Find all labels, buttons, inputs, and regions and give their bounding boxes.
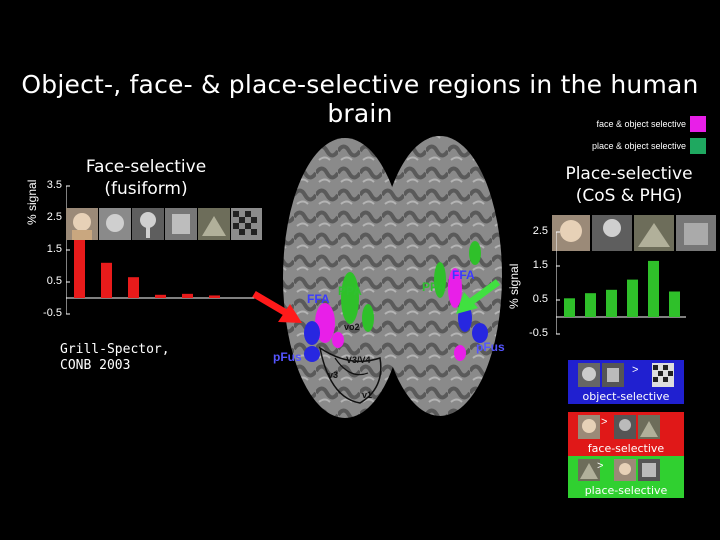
- bar-5: [669, 291, 680, 317]
- brain-label-ppa-left: PPA: [338, 284, 362, 298]
- legend-swatch-magenta: [690, 116, 706, 132]
- brain-label-pfus-left: pFus: [273, 350, 302, 364]
- right-bar-chart: [556, 231, 686, 335]
- brain-label-ffa-left: FFA: [307, 292, 330, 306]
- bar-5: [209, 295, 220, 298]
- brain-image: [252, 136, 502, 418]
- green-arrow-icon: [456, 279, 501, 314]
- brain-label-v3: v3: [328, 370, 339, 380]
- legend-label: place & object selective: [591, 141, 686, 151]
- citation: Grill-Spector, CONB 2003: [60, 342, 170, 374]
- contrast-label: object-selective: [582, 390, 670, 403]
- left-stimulus-strip: [66, 208, 262, 245]
- y-tick-label: -0.5: [529, 327, 548, 339]
- right-stimulus-strip: [552, 215, 716, 256]
- legend-label: face & object selective: [596, 119, 686, 129]
- y-tick-label: 0.5: [532, 293, 548, 305]
- brain-label-vo2: vo2: [344, 322, 360, 332]
- y-tick-label: 0.5: [46, 275, 62, 287]
- bar-1: [101, 262, 112, 298]
- citation-line2: CONB 2003: [60, 358, 131, 373]
- legend-swatch-green: [690, 138, 706, 154]
- contrast-object-selective: > object-selective: [568, 360, 684, 404]
- left-bar-chart: [66, 185, 262, 315]
- bar-4: [648, 260, 659, 317]
- y-tick-label: 3.5: [46, 179, 62, 191]
- bar-3: [155, 294, 166, 298]
- left-panel-label: Face-selective (fusiform): [78, 156, 214, 200]
- stimulus-thumbnails: [66, 208, 262, 240]
- right-panel-label-line2: (CoS & PHG): [575, 186, 683, 206]
- contrast-label: face-selective: [587, 442, 665, 455]
- gt-symbol: >: [601, 416, 608, 428]
- contrast-face-selective: > face-selective: [568, 412, 684, 456]
- bar-0: [74, 232, 85, 298]
- brain-label-v1: v1: [362, 390, 373, 400]
- y-tick-label: 1.5: [46, 243, 62, 255]
- right-ylabel: % signal: [507, 263, 521, 309]
- stimulus-thumbnails: [552, 215, 716, 251]
- right-panel-label-line1: Place-selective: [565, 164, 693, 184]
- left-panel-label-line2: (fusiform): [104, 179, 188, 199]
- bar-3: [627, 279, 638, 317]
- bar-2: [128, 277, 139, 298]
- y-tick-label: -0.5: [43, 307, 62, 319]
- brain-label-pfus-right: pFus: [476, 340, 505, 354]
- y-tick-label: 1.5: [532, 259, 548, 271]
- gt-symbol: >: [632, 364, 639, 376]
- brain-label-ppa-right: PPA: [422, 280, 446, 294]
- y-tick-label: 2.5: [46, 211, 62, 223]
- red-arrow-icon: [252, 290, 302, 323]
- bar-0: [564, 298, 575, 317]
- bar-2: [606, 289, 617, 317]
- contrast-thumbnails: [578, 415, 660, 439]
- gt-symbol: >: [597, 460, 604, 472]
- brain-label-v3v4: V3/V4: [346, 355, 371, 365]
- bar-1: [585, 293, 596, 317]
- page-title: Object-, face- & place-selective regions…: [21, 70, 699, 128]
- bar-4: [182, 293, 193, 298]
- brain-label-ffa-right: FFA: [452, 268, 475, 282]
- contrast-place-selective: > place-selective: [568, 456, 684, 498]
- contrast-thumbnails: [578, 363, 674, 387]
- legend-face-object: face & object selective: [596, 116, 706, 132]
- contrast-thumbnails: [578, 459, 660, 481]
- left-panel-label-line1: Face-selective: [85, 157, 207, 177]
- y-tick-label: 2.5: [532, 225, 548, 237]
- contrast-label: place-selective: [584, 484, 668, 497]
- citation-line1: Grill-Spector,: [60, 342, 170, 357]
- right-panel-label: Place-selective (CoS & PHG): [556, 163, 702, 207]
- legend-place-object: place & object selective: [592, 138, 706, 154]
